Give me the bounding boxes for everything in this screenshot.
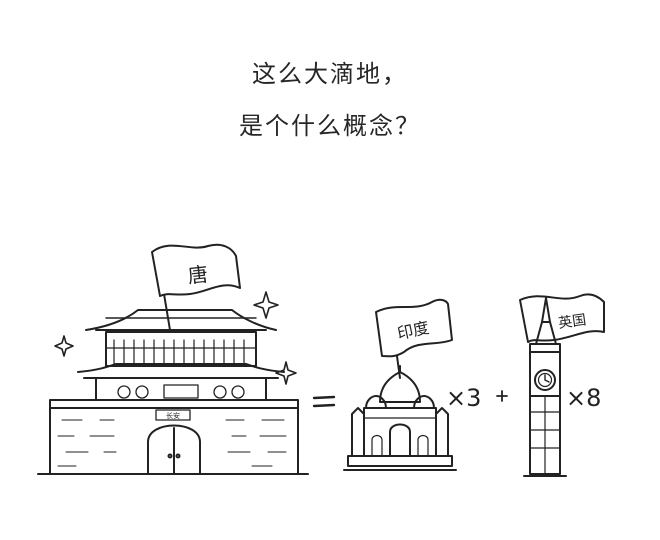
uk-multiplier: ×8 [566, 384, 601, 412]
india-multiplier: ×3 [446, 384, 481, 412]
taj-mahal-illustration [343, 298, 457, 471]
tang-flag [151, 243, 241, 297]
gate-plaque-label: 长安 [166, 411, 180, 420]
big-ben-illustration [519, 293, 605, 477]
caption-line-2: 是个什么概念？ [239, 112, 421, 140]
sparkle-icon [253, 291, 279, 319]
tang-flag-label: 唐 [187, 262, 209, 288]
equals-sign [312, 395, 336, 408]
uk-flag-label: 英国 [557, 311, 587, 332]
caption-line-1: 这么大滴地， [252, 60, 408, 88]
uk-flag [519, 293, 605, 343]
tang-palace-illustration [37, 243, 309, 475]
sparkle-icon [275, 361, 297, 385]
gate-plaque [155, 409, 191, 421]
sparkle-icon [54, 335, 74, 357]
india-flag [375, 298, 453, 358]
plus-sign [496, 390, 508, 402]
